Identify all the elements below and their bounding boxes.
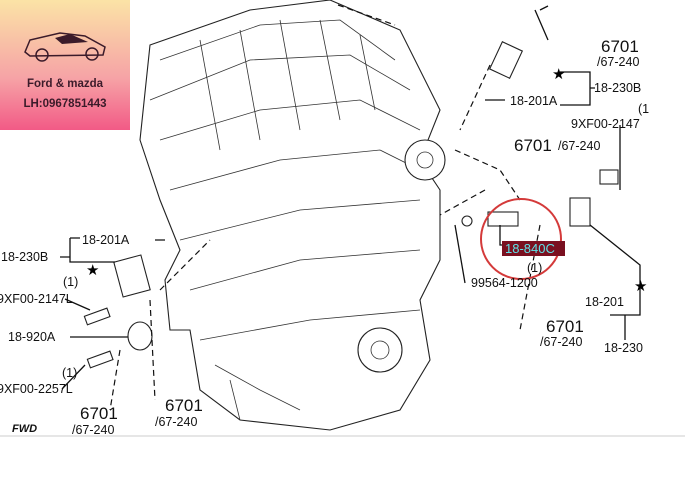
label-qty: (1) [62, 366, 77, 380]
cam-sensor-left [113, 254, 151, 298]
sensor-18-840c [487, 211, 519, 227]
highlight-circle [480, 198, 562, 280]
brand-text: Ford & mazda [26, 78, 104, 90]
label-9xf00-2257l: 9XF00-2257L [0, 382, 73, 396]
label-18-201a: 18-201A [82, 233, 130, 247]
o-ring [461, 215, 473, 227]
cam-sensor-right [569, 197, 591, 227]
label-18-201: 18-201 [585, 295, 624, 309]
label-qty: (1) [63, 275, 78, 289]
label-6701: 6701 [165, 396, 203, 415]
fwd-arrow-label: FWD [12, 423, 37, 435]
label-18-230: 18-230 [604, 341, 643, 355]
label-18-230b: 18-230B [1, 250, 48, 264]
label-67-240: /67-240 [558, 139, 600, 153]
bolt-right [599, 169, 619, 185]
label-18-920a: 18-920A [8, 330, 56, 344]
pulley-18-920a [127, 321, 153, 351]
label-67-240: /67-240 [155, 415, 197, 429]
bolt-left-a [83, 307, 111, 326]
label-18-230b: 18-230B [594, 81, 641, 95]
label-qty: (1) [527, 261, 542, 275]
phone-text: LH:0967851443 [23, 98, 107, 110]
label-9xf00-2147: 9XF00-2147 [571, 117, 640, 131]
star-icon: ★ [634, 278, 647, 295]
label-9xf00-2147l: 9XF00-2147L [0, 292, 73, 306]
label-6701: 6701 [514, 136, 552, 155]
engine-drawing [139, 0, 446, 431]
star-icon: ★ [552, 66, 565, 83]
label-67-240: /67-240 [72, 423, 114, 437]
cam-sensor-top [488, 5, 549, 79]
shop-logo: Ford & mazda LH:0967851443 [0, 0, 130, 130]
highlighted-part-label: 18-840C [502, 241, 565, 256]
label-6701: 6701 [80, 404, 118, 423]
label-6701: 6701 [601, 37, 639, 56]
label-99564-1200: 99564-1200 [471, 276, 538, 290]
star-icon: ★ [86, 262, 99, 279]
label-6701: 6701 [546, 317, 584, 336]
label-67-240: /67-240 [540, 335, 582, 349]
label-67-240: /67-240 [597, 55, 639, 69]
bolt-left-b [86, 350, 114, 369]
label-qty: (1 [638, 102, 649, 116]
sports-car-icon [24, 32, 106, 62]
label-18-201a: 18-201A [510, 94, 558, 108]
